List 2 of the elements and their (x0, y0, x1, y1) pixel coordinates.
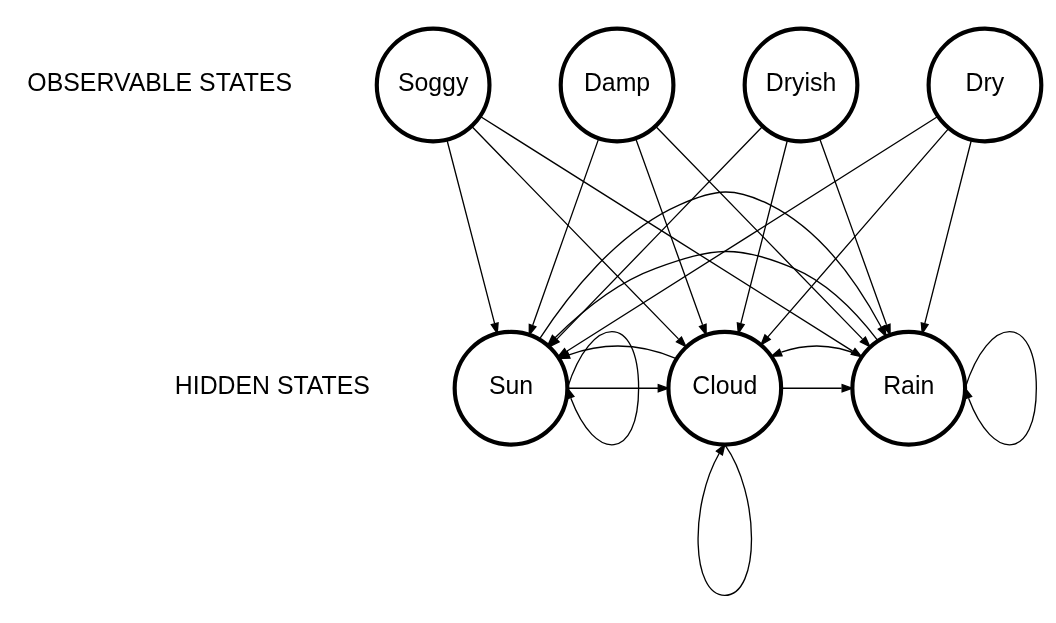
label: OBSERVABLE STATES (27, 68, 293, 96)
label: HIDDEN STATES (174, 371, 370, 399)
